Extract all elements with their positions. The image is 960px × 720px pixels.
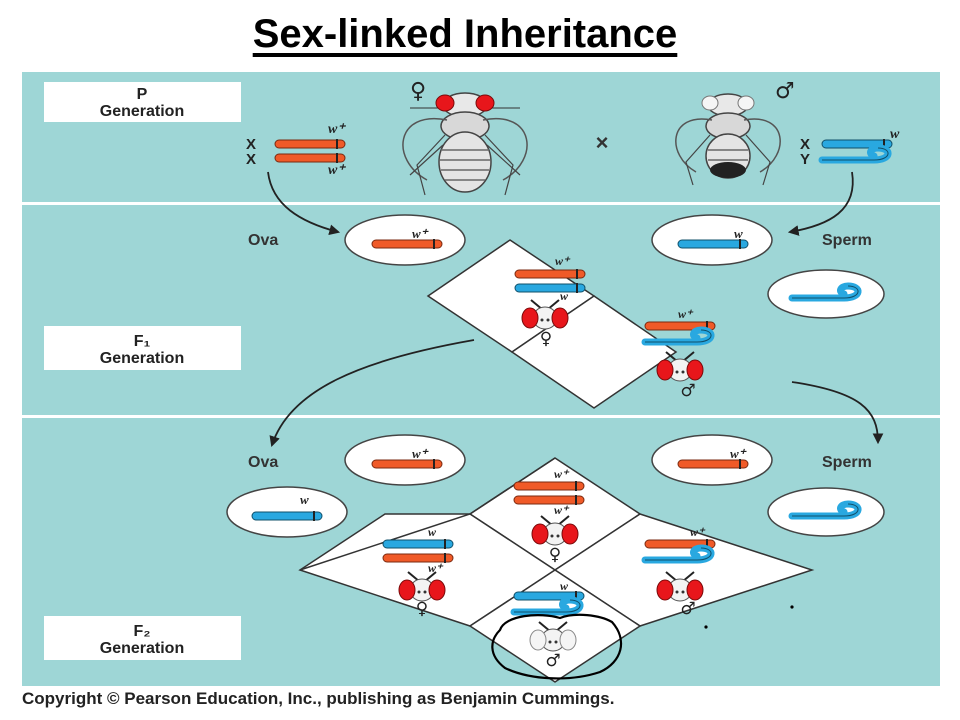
allele-label: w⁺ (555, 254, 571, 268)
x-label: X (246, 151, 256, 168)
annotation-dot (704, 625, 708, 629)
allele-label: w (890, 127, 900, 142)
allele-label: w⁺ (428, 561, 444, 575)
allele-label: w⁺ (328, 122, 346, 137)
copyright-notice: Copyright © Pearson Education, Inc., pub… (22, 689, 615, 708)
p-male-chromosomes: X Y w (800, 127, 900, 168)
f2-punnett-square (298, 457, 815, 683)
allele-label: w⁺ (554, 503, 570, 517)
f2-sperm-x-cell: w⁺ (651, 434, 773, 486)
hand-drawn-circle (491, 613, 622, 680)
f2-egg-white-cell: w (226, 486, 348, 538)
male-symbol: ♂ (545, 651, 560, 671)
f1-sperm-y-cell (767, 269, 885, 319)
allele-label: w⁺ (412, 446, 430, 461)
allele-label: w⁺ (690, 525, 706, 539)
p-male-fly (675, 93, 781, 186)
allele-label: w (560, 579, 569, 593)
annotation-dot (790, 605, 794, 609)
page-title-text: Sex-linked Inheritance (252, 12, 678, 56)
f1-egg-cell: w⁺ (344, 214, 466, 266)
allele-label: w⁺ (678, 307, 694, 321)
allele-label: w⁺ (328, 163, 346, 178)
allele-label: w⁺ (412, 226, 430, 241)
p-female-fly (402, 92, 528, 196)
f2-sperm-label: Sperm (822, 454, 872, 471)
f2-cell-bottom (468, 569, 642, 683)
f2-left-genotype: w w⁺ ♀ (382, 525, 454, 619)
x-label: X (800, 136, 810, 153)
f2-egg-wild-cell: w⁺ (344, 434, 466, 486)
p-female-chromosomes: X X w⁺ w⁺ (246, 122, 346, 178)
f1-sperm-label: Sperm (822, 232, 872, 249)
male-symbol: ♂ (680, 599, 695, 619)
f1-ova-label: Ova (248, 232, 278, 249)
f2-sperm-y-cell (767, 487, 885, 537)
allele-label: w (428, 525, 437, 539)
f1-female-genotype: w⁺ w ♀ (514, 254, 586, 349)
p-male-symbol: ♂ (775, 79, 795, 104)
y-label: Y (800, 151, 810, 168)
f2-cell-left (298, 513, 557, 627)
page-title: Sex-linked Inheritance (0, 12, 930, 57)
cross-symbol: × (596, 130, 609, 155)
female-symbol: ♀ (549, 545, 561, 565)
allele-label: w (734, 226, 743, 241)
female-symbol: ♀ (540, 329, 552, 349)
f2-top-genotype: w⁺ w⁺ ♀ (513, 467, 585, 565)
f2-right-genotype: w⁺ ♂ (645, 525, 716, 619)
f1-sperm-x-cell: w (651, 214, 773, 266)
allele-label: w⁺ (730, 446, 748, 461)
f2-bottom-genotype: w ♂ (514, 579, 585, 671)
f1-male-genotype: w⁺ ♂ (645, 307, 716, 401)
f2-ova-label: Ova (248, 454, 278, 471)
male-symbol: ♂ (680, 381, 695, 401)
allele-label: w (300, 492, 309, 507)
allele-label: w⁺ (554, 467, 570, 481)
x-label: X (246, 136, 256, 153)
p-female-symbol: ♀ (410, 79, 426, 104)
allele-label: w (560, 289, 569, 303)
female-symbol: ♀ (416, 599, 428, 619)
